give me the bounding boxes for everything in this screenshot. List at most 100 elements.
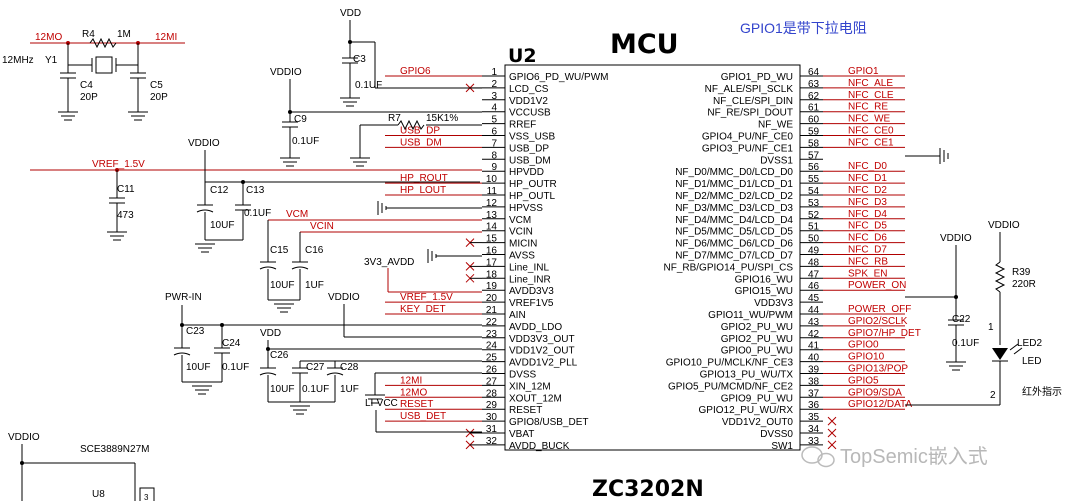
r7-ref: R7: [388, 113, 401, 124]
pin-number: 40: [808, 353, 820, 364]
vref-net-label: VREF_1.5V: [92, 159, 145, 170]
pin-name: NF_WE: [758, 120, 793, 131]
net-label: NFC_ALE: [848, 78, 893, 89]
pin-number: 61: [808, 103, 820, 114]
pin-name: NF_D0/MMC_D0/LCD_D0: [675, 167, 793, 178]
pin-name: USB_DP: [509, 143, 549, 154]
net-label: NFC_RB: [848, 256, 888, 267]
r4-symbol: [89, 37, 117, 49]
3v3-avdd-label: 3V3_AVDD: [364, 257, 414, 268]
pin-name: VSS_USB: [509, 132, 555, 143]
net-label: NFC_D5: [848, 221, 887, 232]
pin-name: VDD3V3_OUT: [509, 334, 575, 345]
pin-number: 16: [486, 246, 498, 257]
pin-name: HP_OUTR: [509, 179, 557, 190]
c11-ref: C11: [117, 184, 135, 195]
net-label: NFC_RE: [848, 102, 888, 113]
pin-8: 8 USB_DM: [482, 150, 551, 166]
c12-value: 10UF: [210, 220, 234, 231]
net-label: GPIO0: [848, 340, 879, 351]
r39-value: 220R: [1012, 279, 1036, 290]
net-label: NFC_D7: [848, 245, 887, 256]
pin-number: 31: [486, 424, 498, 435]
c26-value: 10UF: [270, 384, 294, 395]
c13-value: 0.1UF: [244, 208, 271, 219]
pin-number: 63: [808, 79, 820, 90]
vddio-c9-label: VDDIO: [270, 67, 302, 78]
pin-number: 42: [808, 329, 820, 340]
pin-name: GPIO0_PU_WU: [721, 346, 793, 357]
c28-ref: C28: [340, 362, 359, 373]
pwr-in-label: PWR-IN: [165, 292, 202, 303]
pin-name: HPVDD: [509, 167, 544, 178]
pin-number: 5: [491, 115, 497, 126]
pin-number: 17: [486, 257, 498, 268]
pin-name: Line_INL: [509, 262, 549, 273]
net-label: GPIO9/SDA: [848, 387, 902, 398]
ground-symbol: [290, 405, 310, 415]
vcin-net-label: VCIN: [310, 221, 334, 232]
pin-name: NF_CLE/SPI_DIN: [713, 96, 793, 107]
pin-number: 14: [486, 222, 498, 233]
ground-symbol: [107, 231, 127, 241]
net-label: GPIO10: [848, 352, 885, 363]
pin-number: 18: [486, 269, 498, 280]
pin-name: GPIO11_WU/PWM: [708, 310, 793, 321]
pin-name: VDD3V3: [754, 298, 793, 309]
net-label: 12MI: [400, 375, 422, 386]
led-pin-2: 2: [990, 390, 996, 401]
pin-name: GPIO6_PD_WU/PWM: [509, 72, 608, 83]
pin-name: NF_D3/MMC_D3/LCD_D3: [675, 203, 793, 214]
ground-symbol: [192, 385, 212, 395]
pin-name: USB_DM: [509, 155, 551, 166]
pin-name: GPIO10_PU/MCLK/NF_CE3: [666, 358, 794, 369]
net-label: GPIO12/DATA: [848, 399, 912, 410]
vref-c11: VREF_1.5V C11 473: [30, 159, 482, 241]
ground-symbol: [365, 394, 385, 404]
net-label: GPIO5: [848, 375, 879, 386]
pin-number: 54: [808, 186, 820, 197]
pin-name: AVDD_BUCK: [509, 441, 570, 452]
vdd-core-decoupling: VDD C26 10UF C27 0.1UF C28 1UF: [259, 328, 482, 415]
c27-value: 0.1UF: [302, 384, 329, 395]
c23-value: 10UF: [186, 362, 210, 373]
pin-35: 35 VDD1V2_OUT0: [722, 412, 837, 428]
u8-value: SCE3889N27M: [80, 444, 149, 455]
c28-value: 1UF: [340, 384, 359, 395]
r39-ref: R39: [1012, 267, 1031, 278]
pin-number: 32: [486, 436, 498, 447]
pin-name: GPIO2_PU_WU: [721, 322, 793, 333]
pin-number: 8: [491, 150, 497, 161]
ground-symbol: [340, 97, 360, 107]
c11-value: 473: [117, 210, 134, 221]
pin-name: VREF1V5: [509, 298, 554, 309]
li-vcc-label: LI-VCC: [365, 398, 398, 409]
c12-ref: C12: [210, 185, 229, 196]
pin-number: 35: [808, 412, 820, 423]
pin-name: AVDD1V2_PLL: [509, 358, 578, 369]
crystal-circuit: 12MO 12MI R4 1M 12MHz Y1 C4 20P C5 20P: [2, 29, 185, 121]
pin-name: VDD1V2_OUT0: [722, 417, 794, 428]
ground-symbol: [195, 243, 215, 253]
r7-symbol: [397, 119, 425, 131]
pin-number: 57: [808, 150, 820, 161]
net-label: USB_DP: [400, 126, 440, 137]
